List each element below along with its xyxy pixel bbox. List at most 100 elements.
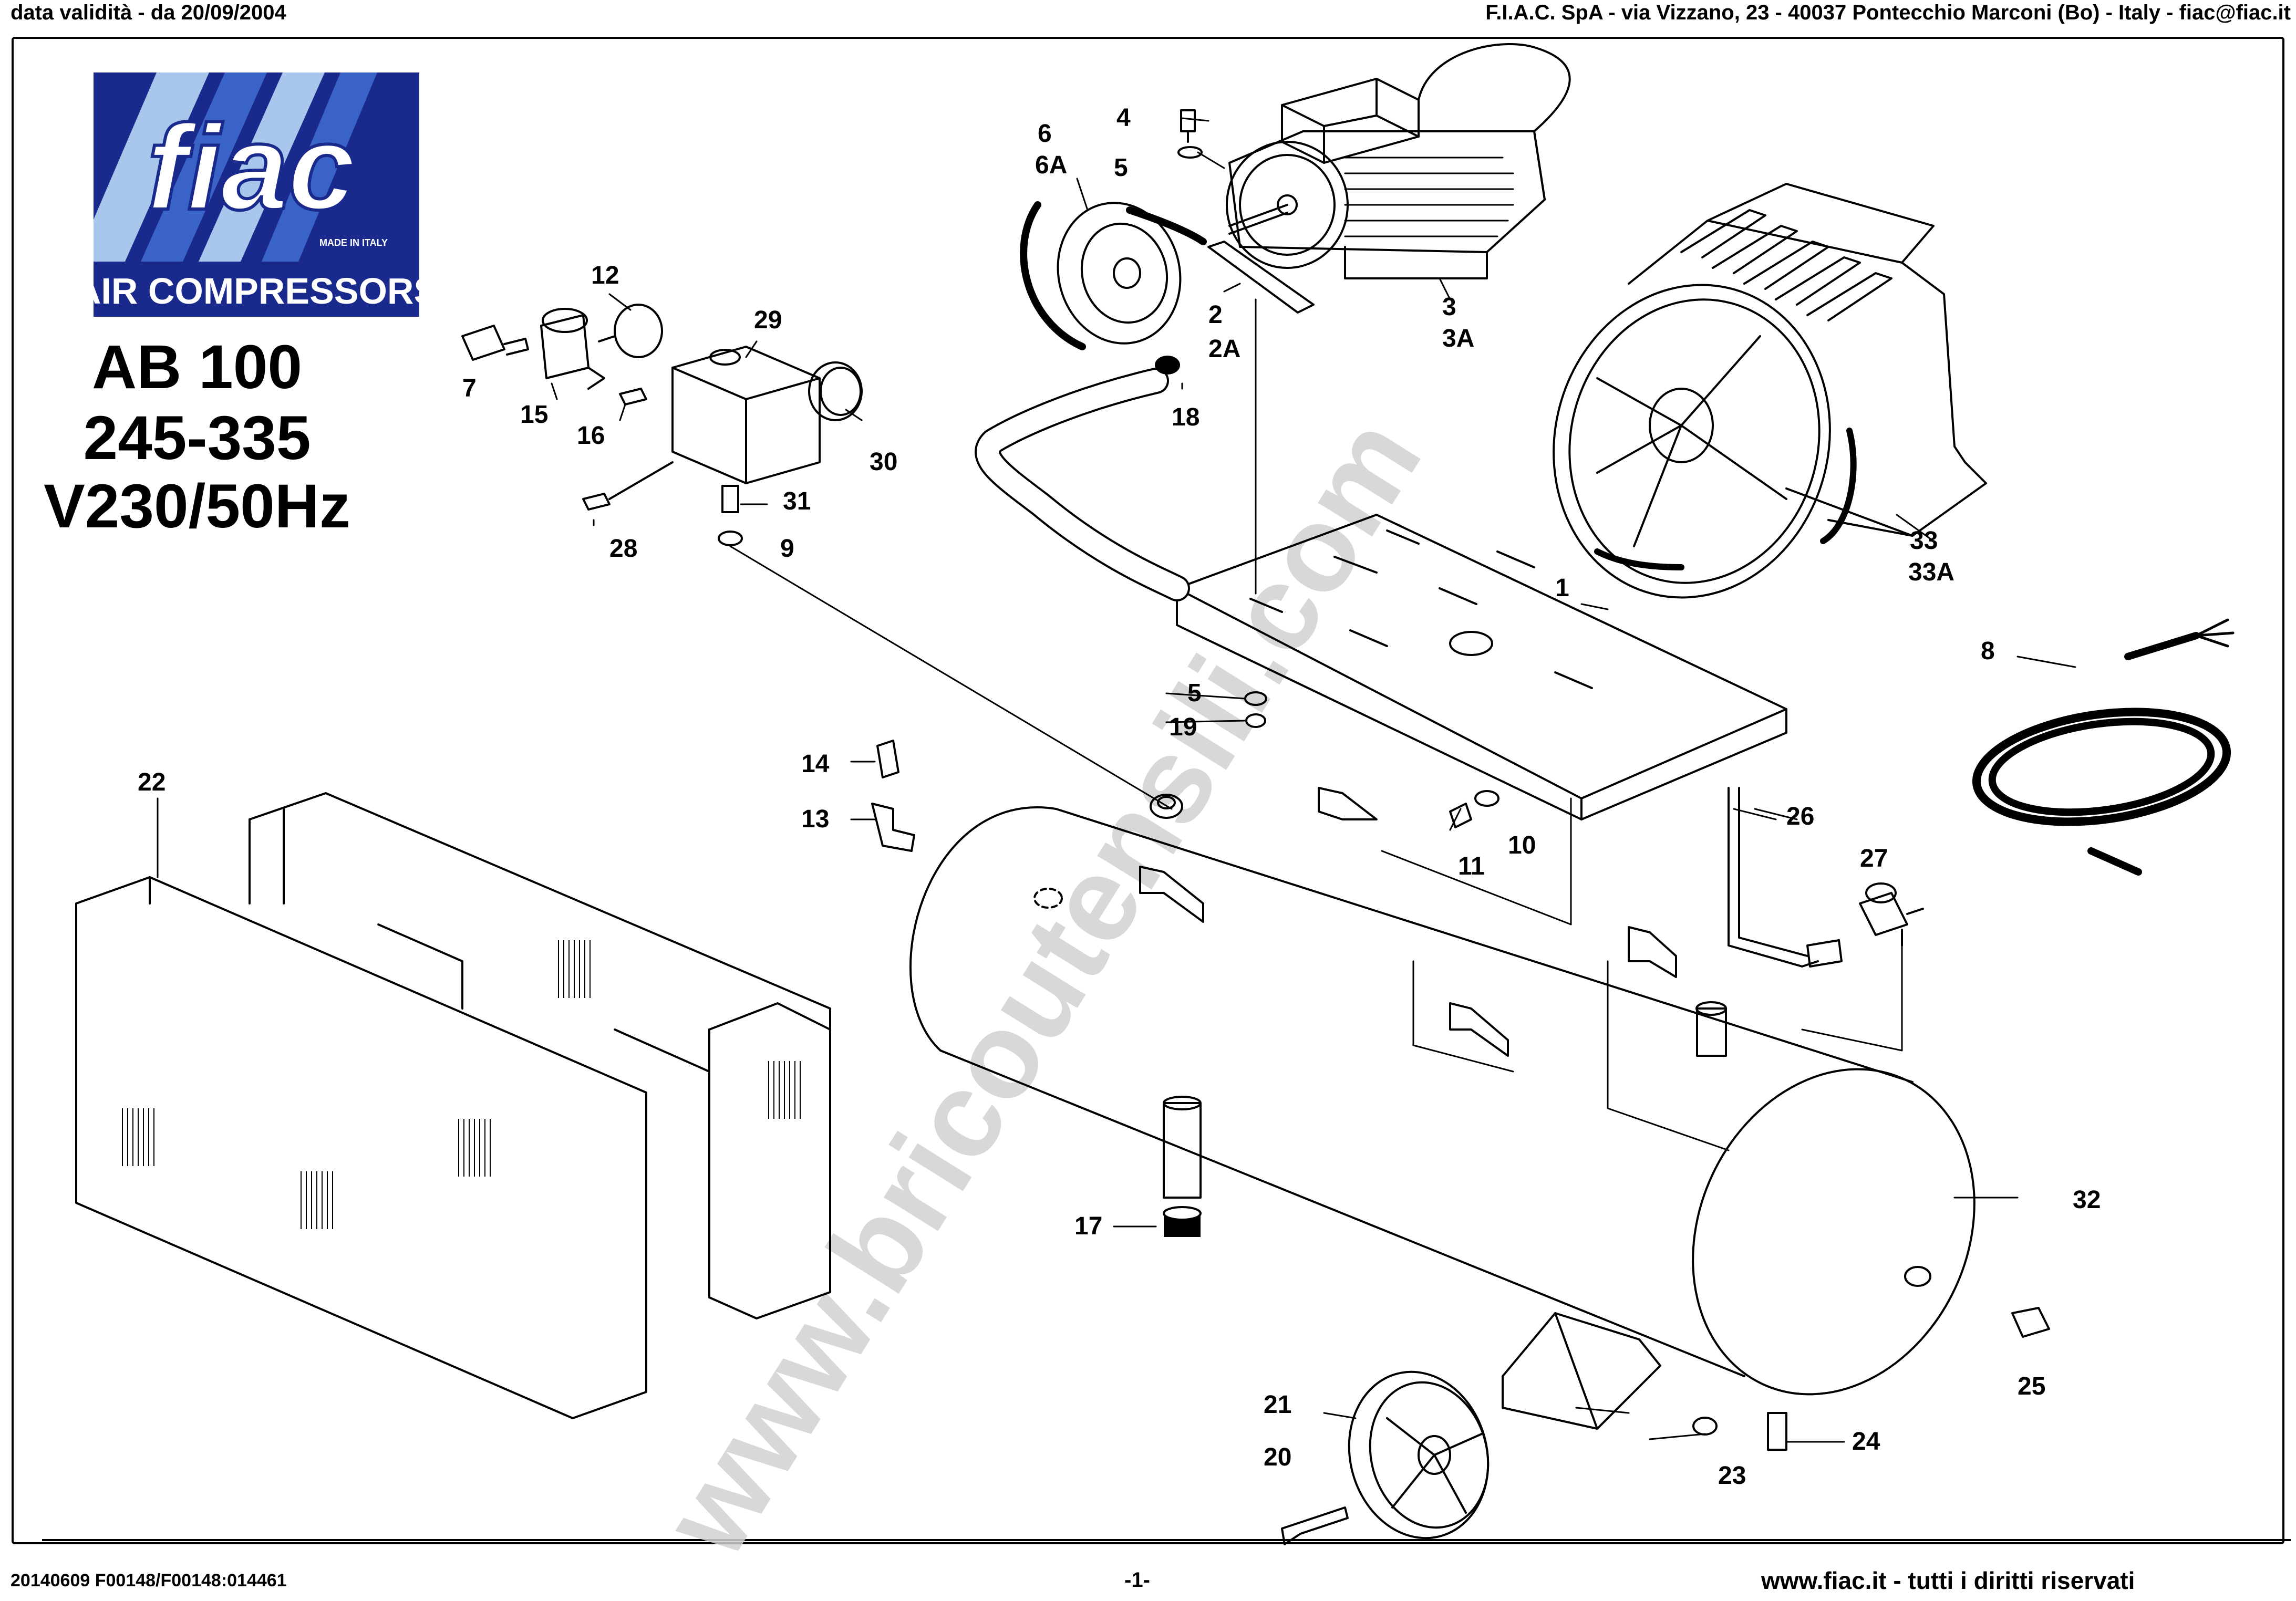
tank-top-edge	[1055, 808, 1914, 1083]
tank-bracket	[1628, 926, 1677, 978]
tank-bracket	[1318, 787, 1378, 820]
model-title: AB 100	[91, 332, 303, 402]
header-company-address: F.I.A.C. SpA - via Vizzano, 23 - 40037 P…	[1485, 1, 2291, 24]
part-label: 6	[1038, 120, 1052, 148]
tank-foot	[1502, 1312, 1661, 1430]
part-label: 30	[870, 448, 897, 476]
part-label: 5	[1187, 679, 1202, 707]
fitting-16	[619, 388, 647, 406]
tank-bracket	[1139, 866, 1204, 923]
belt-guard	[75, 792, 831, 1419]
nut-19	[1245, 713, 1266, 728]
logo-stripe	[94, 72, 209, 262]
logo-stripe	[262, 72, 377, 262]
logo-stripe	[141, 72, 267, 262]
part-label: 32	[2073, 1186, 2101, 1214]
part-label: 6A	[1035, 151, 1067, 179]
part-label: 12	[591, 262, 619, 289]
power-cable	[1972, 618, 2235, 876]
gauge-12	[598, 304, 663, 358]
model-code: 245-335	[83, 403, 311, 473]
part-label: 2	[1208, 301, 1223, 329]
tank-bracket	[1449, 1002, 1509, 1057]
page-number: -1-	[1124, 1568, 1150, 1592]
washer	[1177, 146, 1203, 159]
fitting-18	[1155, 356, 1180, 375]
model-voltage: V230/50Hz	[44, 472, 350, 541]
fitting-31	[721, 485, 739, 513]
drawing-frame	[12, 37, 2284, 1544]
logo-stripe	[199, 72, 325, 262]
part-label: 29	[754, 306, 782, 334]
part-label: 20	[1264, 1443, 1291, 1471]
leader-lines	[157, 117, 2076, 1443]
header-validity: data validità - da 20/09/2004	[11, 1, 286, 24]
drain-valve-24	[1767, 1412, 1787, 1451]
fitting-14	[876, 740, 899, 778]
pressure-switch	[671, 346, 821, 484]
part-label: 22	[138, 768, 166, 796]
part-label: 16	[577, 422, 605, 450]
tank-left-end	[909, 806, 1057, 1052]
part-label: 5	[1114, 154, 1128, 182]
tank-port-top	[1150, 794, 1183, 819]
tank-right-end	[1692, 1068, 1976, 1396]
part-label: 4	[1116, 104, 1131, 132]
motor-pulley	[1020, 201, 1207, 350]
part-label: 33A	[1908, 558, 1954, 586]
compressor-pump	[1553, 183, 1987, 599]
fitting-28	[582, 493, 611, 511]
part-label: 1	[1555, 574, 1569, 602]
part-label: 28	[609, 535, 637, 563]
tank-bottom-edge	[939, 1049, 1745, 1377]
tank-boss-fitting	[1696, 1007, 1727, 1057]
motor-key	[1207, 241, 1315, 314]
regulator-15	[540, 308, 605, 390]
part-label: 10	[1508, 831, 1536, 859]
part-label: 3	[1442, 293, 1456, 321]
part-label: 15	[520, 401, 548, 429]
nut-9	[718, 531, 743, 546]
fiac-logo: fiac MADE IN ITALY AIR COMPRESSORS	[94, 72, 419, 317]
part-label: 24	[1852, 1428, 1880, 1456]
part-label: 3A	[1442, 325, 1474, 352]
part-label: 14	[801, 750, 830, 778]
washer-10	[1474, 790, 1499, 807]
logo-made-in: MADE IN ITALY	[319, 237, 388, 248]
watermark: www.bricoutensili.com	[637, 394, 1446, 1578]
electric-motor	[1226, 43, 1571, 279]
part-label: 17	[1074, 1212, 1102, 1240]
part-label: 33	[1910, 527, 1938, 555]
part-label: 25	[2018, 1373, 2045, 1400]
drain-tube	[1163, 1096, 1202, 1237]
footer-rule	[42, 1539, 2291, 1541]
footer-rights: www.fiac.it - tutti i diritti riservati	[1761, 1567, 2135, 1594]
nut-23	[1692, 1417, 1718, 1436]
part-label: 31	[783, 487, 811, 515]
part-label: 21	[1264, 1391, 1291, 1419]
part-label: 8	[1981, 637, 1995, 665]
document-code: 20140609 F00148/F00148:014461	[11, 1571, 287, 1590]
part-label: 19	[1169, 713, 1197, 741]
axle-bolt-20	[1281, 1506, 1349, 1545]
check-valve-27	[1859, 882, 1924, 947]
fitting-7	[461, 325, 529, 361]
part-labels: 1 2 2A 3 3A 4 5 5 6 6A 7 8 9 10 11 12 13…	[138, 104, 2101, 1490]
part-label: 7	[462, 375, 477, 402]
base-plate	[1176, 514, 1787, 820]
gauge-30	[808, 361, 863, 421]
part-label: 23	[1718, 1462, 1746, 1490]
part-label: 27	[1860, 845, 1888, 872]
fitting-13	[871, 803, 915, 852]
part-label: 13	[801, 805, 829, 833]
part-label: 18	[1172, 403, 1199, 431]
part-label: 9	[780, 535, 794, 563]
motor-bolt	[1177, 109, 1203, 159]
plug-25	[2011, 1307, 2050, 1338]
part-label: 11	[1458, 853, 1485, 880]
part-label: 26	[1786, 803, 1814, 830]
air-tank	[909, 787, 1976, 1430]
wheel	[1348, 1370, 1490, 1540]
motor-fan-cover	[1418, 43, 1571, 132]
